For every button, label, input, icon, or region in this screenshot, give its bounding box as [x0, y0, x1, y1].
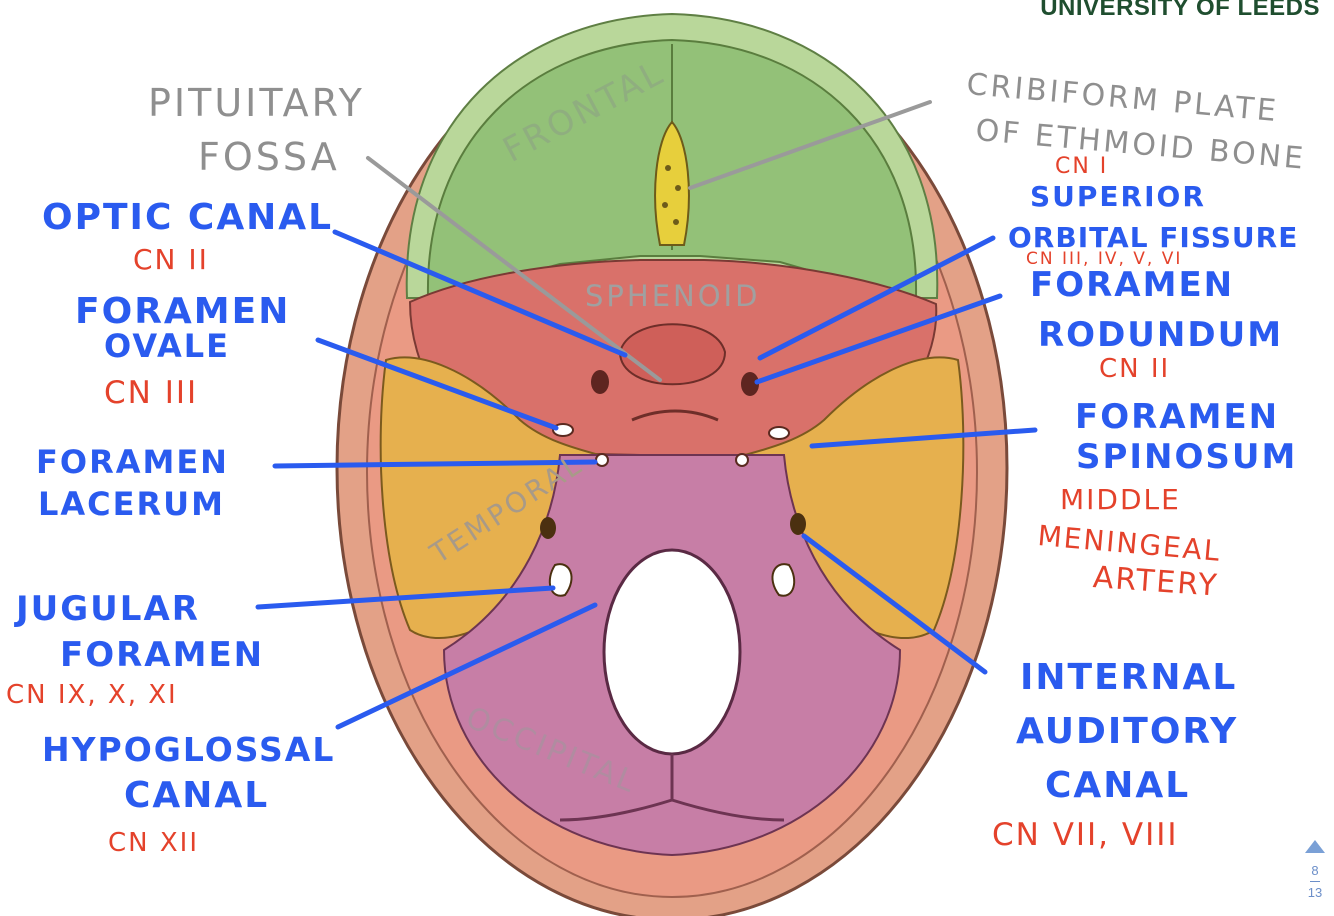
internal-auditory-left: [540, 517, 556, 539]
label-pituitary-fossa-line2: FOSSA: [198, 135, 340, 179]
bone-label-sphenoid: SPHENOID: [585, 279, 761, 313]
jugular-foramen-left: [548, 563, 573, 597]
pointer-pituitary-fossa: [366, 156, 662, 382]
label-superior-orbital-line2: ORBITAL FISSURE: [1008, 221, 1299, 254]
label-internal-auditory-line3: CANAL: [1045, 765, 1191, 806]
pointer-superior-orbital: [757, 235, 996, 361]
jugular-foramen-right: [771, 563, 796, 597]
pointer-foramen-spinosum: [809, 427, 1038, 449]
foramen-rotundum-left: [591, 370, 609, 394]
foramen-ovale-right: [768, 426, 790, 440]
label-foramen-ovale-nerve: CN III: [104, 375, 199, 411]
label-spinosum-vessel-line1: MIDDLE: [1060, 483, 1181, 516]
label-foramen-spinosum-line2: SPINOSUM: [1076, 437, 1298, 477]
page-current: 8: [1311, 863, 1319, 878]
page-total: 13: [1307, 885, 1323, 900]
university-wordmark: UNIVERSITY OF LEEDS: [1040, 0, 1320, 21]
label-optic-canal-nerve: CN II: [133, 243, 209, 276]
foramen-lacerum-left: [595, 453, 609, 467]
label-cribiform-nerve: CN I: [1055, 154, 1109, 179]
foramen-magnum: [602, 548, 742, 756]
label-jugular-foramen-line2: FORAMEN: [60, 635, 265, 675]
pointer-foramen-rotundum: [754, 293, 1003, 385]
label-hypoglossal-canal-line2: CANAL: [124, 775, 270, 816]
page-navigator: 8 13: [1302, 840, 1328, 900]
label-internal-auditory-nerve: CN VII, VIII: [992, 817, 1179, 853]
label-foramen-spinosum-line1: FORAMEN: [1075, 397, 1280, 437]
pointer-optic-canal: [332, 229, 628, 358]
label-internal-auditory-line1: INTERNAL: [1020, 657, 1238, 698]
label-foramen-ovale-line1: FORAMEN: [75, 291, 291, 332]
triangle-up-icon[interactable]: [1305, 840, 1325, 853]
label-foramen-lacerum-line2: LACERUM: [38, 485, 225, 523]
pointer-internal-auditory: [801, 533, 988, 675]
label-jugular-foramen-nerve: CN IX, X, XI: [6, 680, 178, 710]
ethmoid-cribriform: [654, 120, 690, 246]
label-hypoglossal-canal-nerve: CN XII: [108, 828, 200, 858]
pointer-foramen-lacerum: [272, 459, 598, 469]
foramen-rotundum-right: [741, 372, 759, 396]
label-superior-orbital-line1: SUPERIOR: [1030, 180, 1206, 213]
internal-auditory-right: [790, 513, 806, 535]
pointer-cribiform: [688, 100, 932, 190]
label-foramen-rotundum-line2: RODUNDUM: [1038, 315, 1284, 355]
label-jugular-foramen-line1: JUGULAR: [16, 589, 200, 629]
label-spinosum-vessel-line3: ARTERY: [1091, 560, 1220, 604]
label-pituitary-fossa-line1: PITUITARY: [148, 81, 365, 125]
label-foramen-lacerum-line1: FORAMEN: [36, 443, 229, 481]
label-foramen-ovale-line2: OVALE: [104, 327, 230, 365]
label-hypoglossal-canal-line1: HYPOGLOSSAL: [42, 730, 336, 769]
label-foramen-rotundum-line1: FORAMEN: [1030, 265, 1235, 305]
pointer-hypoglossal: [335, 602, 598, 730]
pointer-foramen-ovale: [315, 337, 559, 431]
sella-turcica: [618, 323, 727, 386]
label-internal-auditory-line2: AUDITORY: [1016, 711, 1239, 752]
page-divider: [1310, 881, 1320, 882]
label-foramen-rotundum-nerve: CN II: [1099, 354, 1171, 384]
label-superior-orbital-nerve: CN III, IV, V, VI: [1026, 249, 1183, 269]
label-optic-canal: OPTIC CANAL: [42, 197, 334, 238]
foramen-lacerum-right: [735, 453, 749, 467]
pointer-jugular-foramen: [255, 585, 556, 610]
